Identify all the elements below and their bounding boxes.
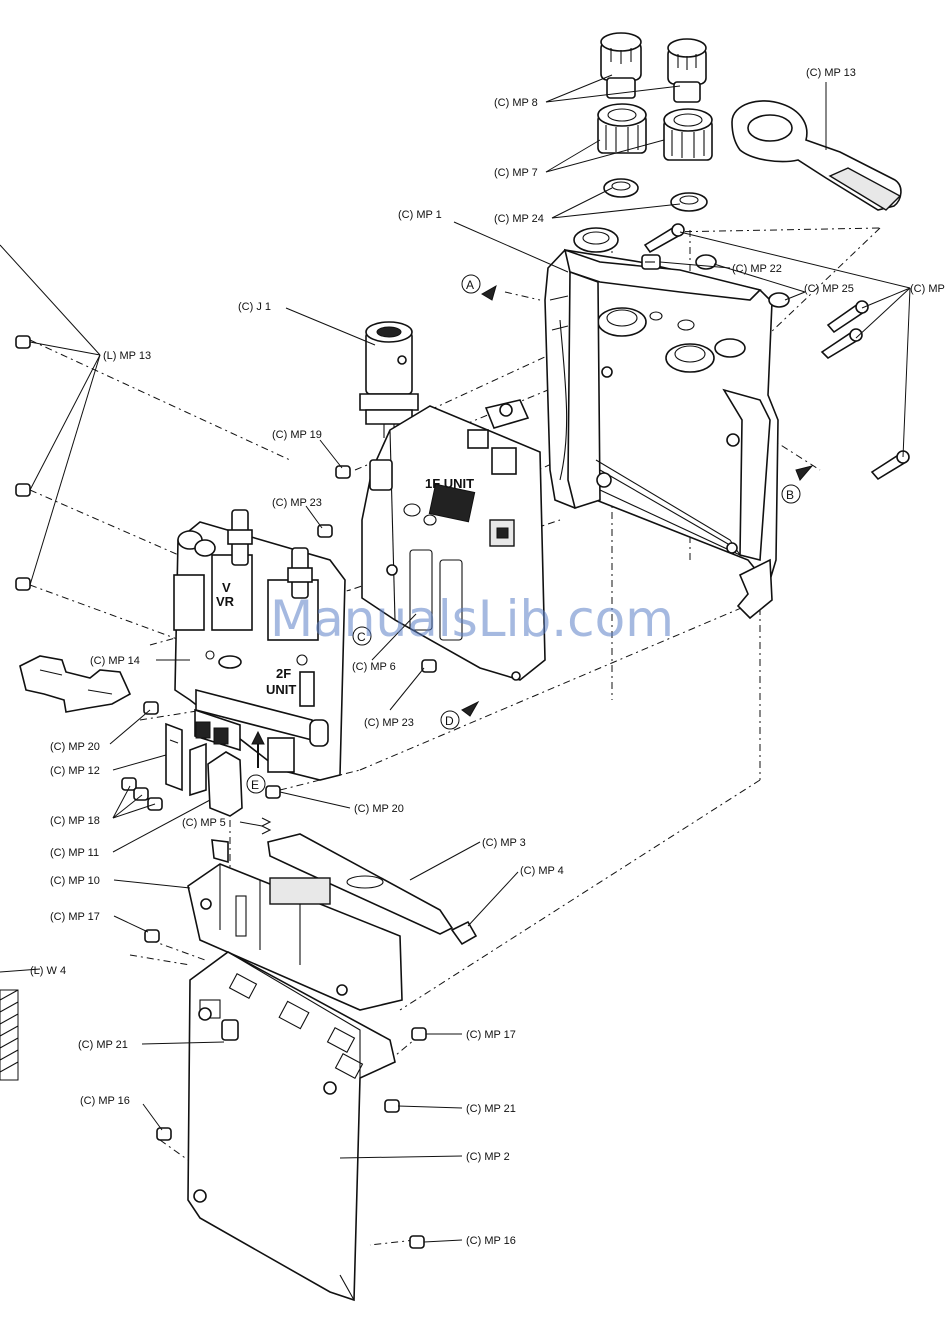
- screw-long-right-1: [826, 300, 869, 334]
- label-mp4: (C) MP 4: [520, 865, 564, 877]
- assembly-arrow-e: [251, 730, 265, 768]
- board-label-2f: 2F: [276, 666, 291, 681]
- lug-terminal-mp13: [731, 100, 902, 211]
- label-mp5: (C) MP 5: [182, 817, 226, 829]
- label-mp6: (C) MP 6: [352, 661, 396, 673]
- label-mp12: (C) MP 12: [50, 765, 100, 777]
- label-mp16-right: (C) MP 16: [466, 1235, 516, 1247]
- label-mp17-left: (C) MP 17: [50, 911, 100, 923]
- clip-mp12: [165, 722, 183, 792]
- label-mp3: (C) MP 3: [482, 837, 526, 849]
- screw-mp19: [335, 465, 351, 479]
- screw-mp16-right: [409, 1235, 425, 1249]
- label-mp8: (C) MP 8: [494, 97, 538, 109]
- marker-c: C: [352, 626, 372, 646]
- main-frame-mp1: [544, 248, 779, 620]
- label-mp13-top: (C) MP 13: [806, 67, 856, 79]
- label-lmp13: (L) MP 13: [103, 350, 151, 362]
- knob-nut-mp7-right: [663, 108, 713, 161]
- washer-mp24-right: [670, 192, 708, 212]
- label-mp-right: (C) MP: [910, 283, 945, 295]
- grommet-mp25-b: [768, 292, 790, 308]
- knob-cap-mp8-left: [600, 32, 642, 99]
- label-mp11: (C) MP 11: [50, 847, 99, 859]
- washer-mp24-left: [603, 178, 639, 198]
- screw-long-right-2: [820, 328, 863, 360]
- label-mp21-left: (C) MP 21: [78, 1039, 128, 1051]
- holder-mp10: [187, 839, 403, 1011]
- label-j1: (C) J 1: [238, 301, 271, 313]
- label-mp10: (C) MP 10: [50, 875, 100, 887]
- block-mp4: [450, 920, 478, 946]
- knob-cap-mp8-right: [667, 38, 707, 103]
- clip-mp11: [189, 742, 243, 817]
- svg-text:C: C: [357, 630, 366, 644]
- screw-mp20-mid: [265, 785, 281, 799]
- board-label-unit: UNIT: [266, 682, 296, 697]
- label-mp7: (C) MP 7: [494, 167, 538, 179]
- label-mp1: (C) MP 1: [398, 209, 442, 221]
- marker-d: D: [440, 700, 480, 730]
- part-labels: (C) MP 8 (C) MP 7 (C) MP 24 (C) MP 13 (C…: [30, 67, 945, 1247]
- screw-mp21-right: [384, 1099, 400, 1113]
- screw-mp23-bottom: [421, 659, 437, 673]
- label-mp2: (C) MP 2: [466, 1151, 510, 1163]
- screws-lmp13: [15, 335, 31, 591]
- label-mp21-right: (C) MP 21: [466, 1103, 516, 1115]
- plate-mp3: [267, 833, 454, 935]
- svg-text:E: E: [251, 778, 259, 792]
- label-mp17-right: (C) MP 17: [466, 1029, 516, 1041]
- screw-long-top: [643, 223, 685, 254]
- ring-washer-top: [573, 227, 619, 253]
- svg-text:D: D: [445, 714, 454, 728]
- knob-nut-mp7-left: [597, 103, 647, 154]
- svg-text:B: B: [786, 488, 794, 502]
- circuit-board-1f-unit: 1F UNIT: [361, 399, 546, 681]
- marker-a: A: [461, 274, 497, 301]
- marker-b: B: [781, 465, 814, 504]
- watermark: ManualsLib.com: [270, 590, 674, 648]
- label-mp23-bottom: (C) MP 23: [364, 717, 414, 729]
- screw-mp17-left: [144, 929, 160, 943]
- screw-mp16-left: [156, 1127, 172, 1141]
- wire-w4-hatched: [0, 989, 19, 1081]
- label-mp16-left: (C) MP 16: [80, 1095, 130, 1107]
- label-mp20-mid: (C) MP 20: [354, 803, 404, 815]
- screw-mp23-top: [317, 524, 333, 538]
- spring-mp5: [260, 817, 272, 835]
- circuit-board-2f-unit: V VR 2F UNIT: [173, 509, 346, 781]
- label-mp24: (C) MP 24: [494, 213, 544, 225]
- board-label-1f-unit: 1F UNIT: [425, 476, 474, 491]
- label-mp14: (C) MP 14: [90, 655, 140, 667]
- connector-j1: [359, 321, 419, 440]
- label-mp19: (C) MP 19: [272, 429, 322, 441]
- screw-mp20-left: [143, 701, 159, 715]
- marker-e: E: [246, 774, 266, 794]
- board-label-vr: VR: [216, 594, 235, 609]
- bracket-mp14: [19, 655, 132, 713]
- screw-long-right-3: [870, 450, 910, 481]
- screw-mp22: [641, 254, 661, 270]
- leader-lines: [0, 74, 911, 1243]
- label-mp22: (C) MP 22: [732, 263, 782, 275]
- svg-text:A: A: [466, 278, 474, 292]
- label-lw4: (L) W 4: [30, 965, 66, 977]
- screws-mp18: [121, 777, 163, 811]
- label-mp20-left: (C) MP 20: [50, 741, 100, 753]
- label-mp23-top: (C) MP 23: [272, 497, 322, 509]
- label-mp25: (C) MP 25: [804, 283, 854, 295]
- label-mp18: (C) MP 18: [50, 815, 100, 827]
- base-plate-mp2: [187, 951, 396, 1302]
- screw-mp17-right: [411, 1027, 427, 1041]
- board-label-v: V: [222, 580, 231, 595]
